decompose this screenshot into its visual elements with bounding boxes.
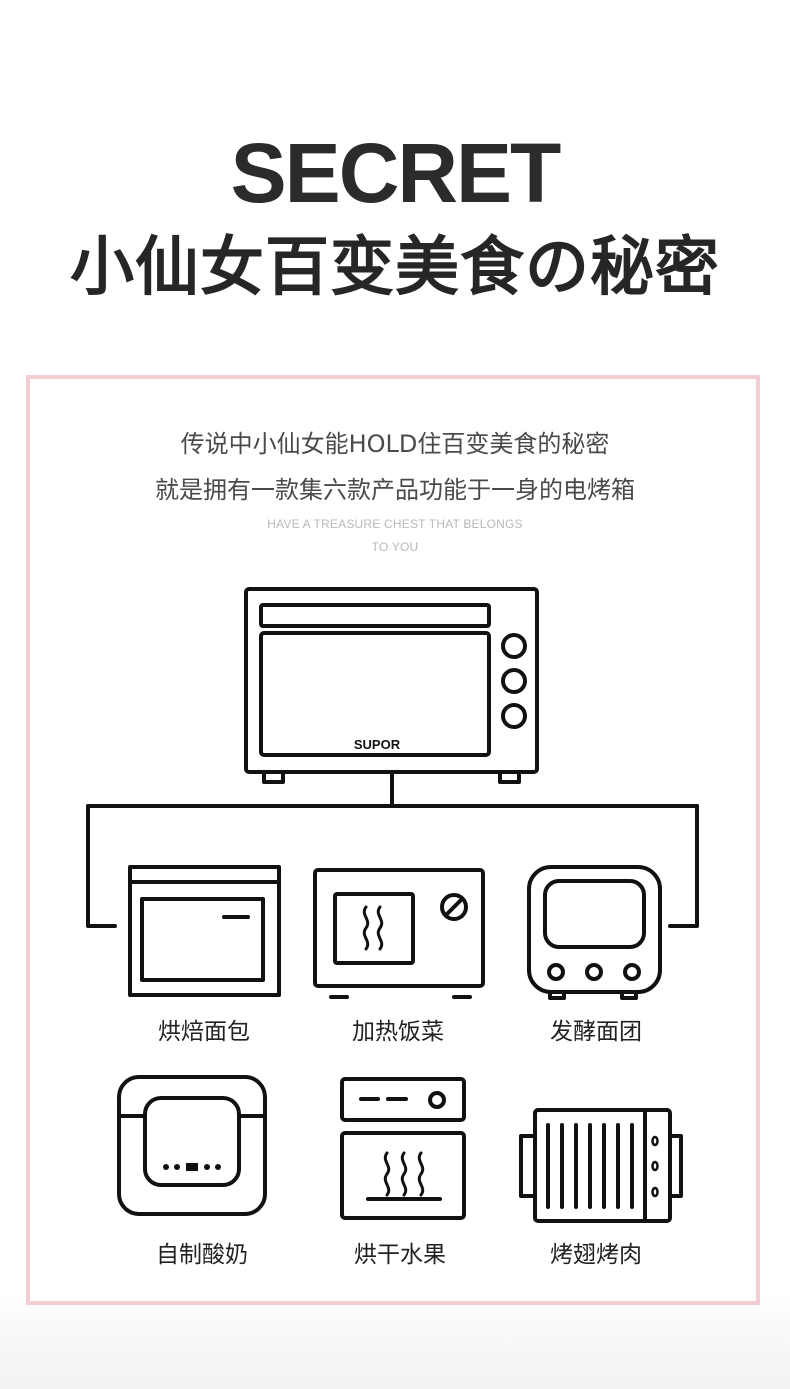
- title-cn: 小仙女百变美食の秘密: [70, 231, 720, 305]
- function-label-dry-fruit: 烘干水果: [354, 1242, 446, 1268]
- title-en: SECRET: [230, 126, 562, 220]
- main-oven-icon: SUPOR: [244, 587, 539, 784]
- function-label-grill-meat: 烤翅烤肉: [550, 1242, 642, 1268]
- bread-oven-icon: [128, 865, 281, 997]
- bottom-fade: [0, 1290, 790, 1389]
- function-label-bake-bread: 烘焙面包: [158, 1019, 250, 1045]
- intro-line-1: 传说中小仙女能HOLD住百变美食的秘密: [180, 430, 610, 458]
- grill-icon: [519, 1108, 683, 1223]
- subtitle-en-line-2: TO YOU: [371, 540, 419, 554]
- subtitle-en-line-1: HAVE A TREASURE CHEST THAT BELONGS: [267, 517, 523, 531]
- food-dryer-icon: [340, 1077, 466, 1220]
- retro-appliance-icon: [527, 865, 662, 1000]
- connector-lines: [86, 770, 699, 928]
- intro-line-2: 就是拥有一款集六款产品功能于一身的电烤箱: [155, 476, 635, 504]
- microwave-icon: [313, 868, 485, 999]
- function-label-homemade-yogurt: 自制酸奶: [156, 1242, 248, 1268]
- function-label-ferment-dough: 发酵面团: [550, 1019, 642, 1045]
- function-label-reheat-food: 加热饭菜: [352, 1019, 444, 1045]
- yogurt-maker-icon: [117, 1075, 267, 1216]
- oven-brand-label: SUPOR: [354, 737, 401, 752]
- content-frame: [26, 375, 760, 1305]
